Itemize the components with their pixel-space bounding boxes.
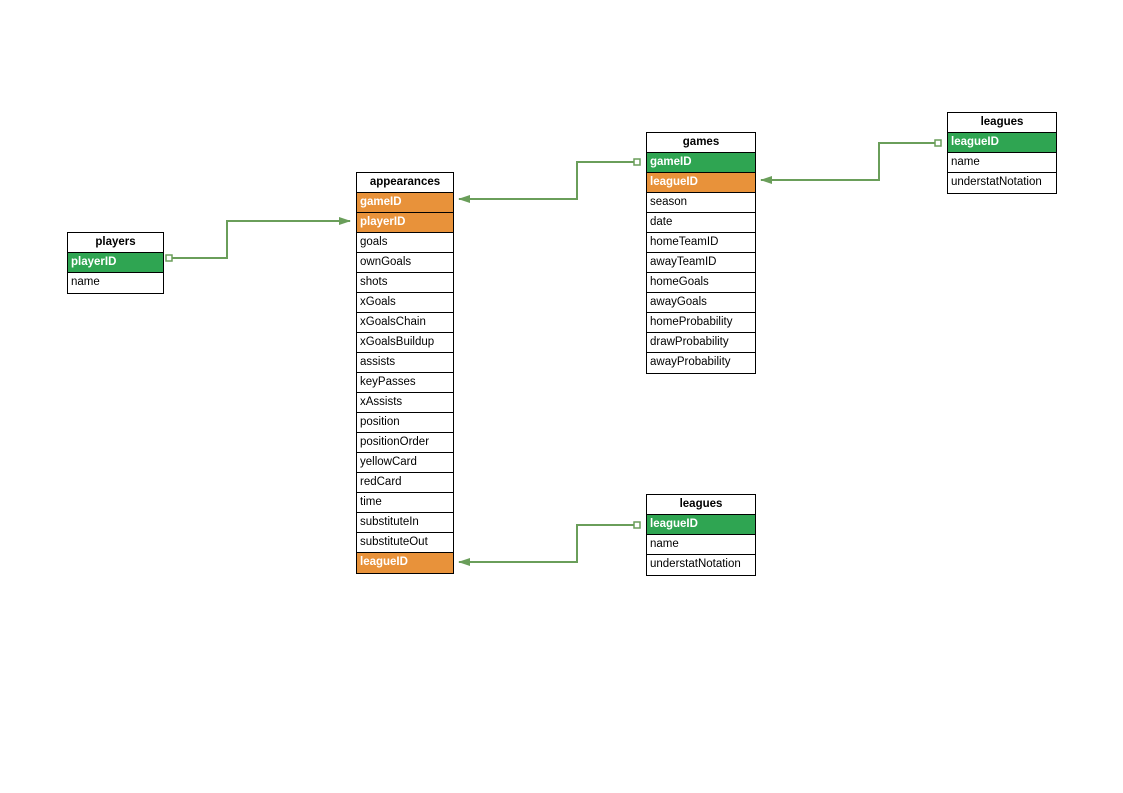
field-primary-key[interactable]: leagueID (647, 515, 755, 535)
field-column[interactable]: understatNotation (650, 558, 741, 570)
leagues-bottom-table-title: leagues (647, 495, 755, 515)
players-table[interactable]: players playerID name (67, 232, 164, 294)
field-column[interactable]: positionOrder (357, 433, 453, 453)
connector-leagues-appearances (458, 524, 637, 566)
field-primary-key[interactable]: gameID (647, 153, 755, 173)
connector-origin-leagues-top (934, 139, 942, 147)
field-column[interactable]: drawProbability (647, 333, 755, 353)
field-primary-key[interactable]: playerID (68, 253, 163, 273)
field-column[interactable]: homeGoals (647, 273, 755, 293)
field-column[interactable]: substituteIn (357, 513, 453, 533)
field-column[interactable]: date (647, 213, 755, 233)
field-column[interactable]: name (948, 153, 1056, 173)
field-column[interactable]: xGoalsBuildup (357, 333, 453, 353)
field-column[interactable]: assists (357, 353, 453, 373)
field-column[interactable]: position (357, 413, 453, 433)
field-column[interactable]: name (71, 276, 100, 288)
field-column[interactable]: shots (357, 273, 453, 293)
field-column[interactable]: ownGoals (357, 253, 453, 273)
connector-leagues-games (760, 142, 938, 184)
field-column[interactable]: keyPasses (357, 373, 453, 393)
field-column[interactable]: time (357, 493, 453, 513)
connector-origin-players (165, 254, 173, 262)
field-foreign-key[interactable]: leagueID (647, 173, 755, 193)
connector-origin-leagues-bottom (633, 521, 641, 529)
connector-players-appearances (170, 217, 351, 259)
field-column[interactable]: homeProbability (647, 313, 755, 333)
field-column[interactable]: xGoalsChain (357, 313, 453, 333)
field-column[interactable]: xAssists (357, 393, 453, 413)
field-column[interactable]: substituteOut (357, 533, 453, 553)
field-column[interactable]: xGoals (357, 293, 453, 313)
field-primary-key[interactable]: leagueID (948, 133, 1056, 153)
field-column[interactable]: name (647, 535, 755, 555)
connector-origin-games (633, 158, 641, 166)
connector-games-appearances (458, 161, 637, 203)
field-column[interactable]: goals (357, 233, 453, 253)
players-table-title: players (68, 233, 163, 253)
field-column[interactable]: awayGoals (647, 293, 755, 313)
field-foreign-key[interactable]: playerID (357, 213, 453, 233)
field-column[interactable]: awayProbability (650, 356, 731, 368)
field-column[interactable]: redCard (357, 473, 453, 493)
players-field-list: playerID name (68, 253, 163, 293)
leagues-top-table-title: leagues (948, 113, 1056, 133)
field-foreign-key[interactable]: gameID (357, 193, 453, 213)
field-column[interactable]: season (647, 193, 755, 213)
field-foreign-key[interactable]: leagueID (357, 553, 453, 573)
games-table-title: games (647, 133, 755, 153)
field-column[interactable]: understatNotation (951, 176, 1042, 188)
field-column[interactable]: homeTeamID (647, 233, 755, 253)
appearances-table-title: appearances (357, 173, 453, 193)
field-column[interactable]: yellowCard (357, 453, 453, 473)
field-column[interactable]: awayTeamID (647, 253, 755, 273)
